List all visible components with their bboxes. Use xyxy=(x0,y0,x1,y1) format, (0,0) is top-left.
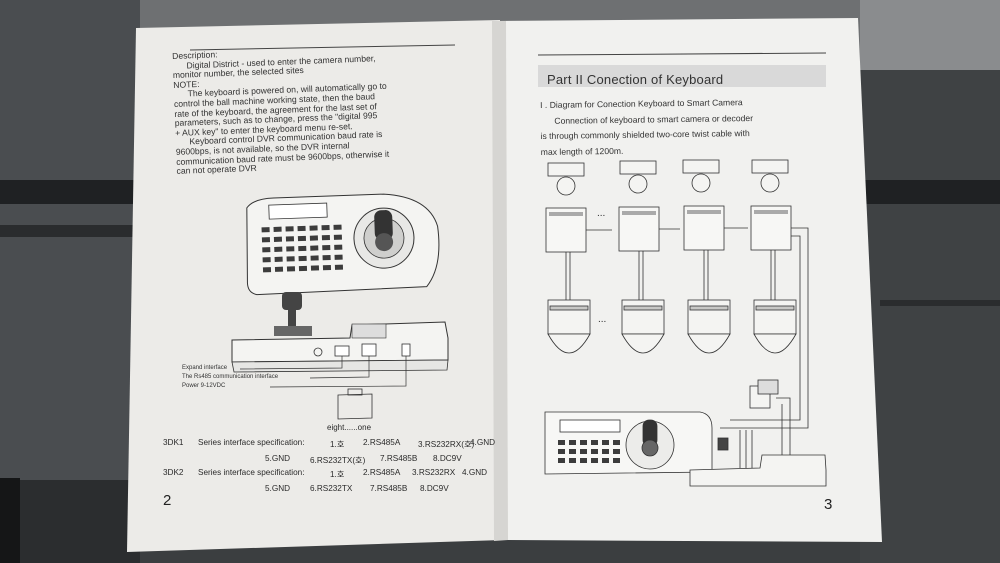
keyboard-top-illustration xyxy=(246,193,440,296)
part-title: Part II Conection of Keyboard xyxy=(547,72,724,87)
spec1-title: Series interface specification: xyxy=(198,438,305,447)
spec2-pin: 8.DC9V xyxy=(420,484,449,493)
page-number-right: 3 xyxy=(824,496,833,513)
ellipsis: ... xyxy=(598,314,607,325)
rs485-label: The Rs485 communication interface xyxy=(182,374,279,380)
power-label: Power 9-12VDC xyxy=(182,383,226,389)
right-intro-block: I . Diagram for Conection Keyboard to Sm… xyxy=(540,94,841,160)
wiring-diagram xyxy=(544,159,827,487)
spec2-pin: 6.RS232TX xyxy=(310,484,353,493)
spec1-pin: 6.RS232TX(호) xyxy=(310,456,366,465)
spec2-pin: 1.호 xyxy=(330,470,345,479)
description-block: Description: Digital District - used to … xyxy=(172,40,477,176)
page-number-left: 2 xyxy=(163,492,172,509)
spec2-title: Series interface specification: xyxy=(198,468,305,477)
spec2-model: 3DK2 xyxy=(163,468,184,477)
spec1-pin: 2.RS485A xyxy=(363,438,401,447)
spec1-pin: 8.DC9V xyxy=(433,454,462,463)
ellipsis: ... xyxy=(597,208,606,219)
right-page xyxy=(497,18,882,542)
spec2-pin: 3.RS232RX xyxy=(412,468,456,477)
spec1-pin: 3.RS232RX(호) xyxy=(418,440,475,449)
pin-order-label: eight......one xyxy=(327,423,372,432)
spec1-pin: 4.GND xyxy=(470,438,496,447)
part-title-bar xyxy=(538,65,826,87)
keyboard-keys-right xyxy=(558,440,620,463)
spec1-model: 3DK1 xyxy=(163,438,184,447)
spec2-pin: 2.RS485A xyxy=(363,468,401,477)
spec2-pin: 5.GND xyxy=(265,484,291,493)
spec1-pin: 1.호 xyxy=(330,440,345,449)
expand-interface-label: Expand interface xyxy=(182,365,228,371)
spec2-pin: 7.RS485B xyxy=(370,484,408,493)
spec1-pin: 7.RS485B xyxy=(380,454,418,463)
keyboard-side-illustration xyxy=(231,292,449,420)
spec2-pin: 4.GND xyxy=(462,468,488,477)
spec1-pin: 5.GND xyxy=(265,454,291,463)
